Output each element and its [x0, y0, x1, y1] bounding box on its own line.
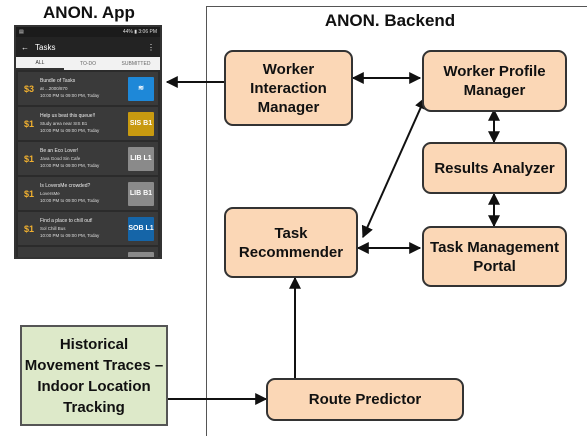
route-predictor: Route Predictor — [266, 378, 464, 421]
tab-bar: ALL TO-DO SUBMITTED — [16, 57, 160, 70]
task-row[interactable]: Check vending machines!LIB — [18, 247, 158, 257]
task-time: 10:00 PM to 09:00 PM, Today — [40, 163, 100, 168]
task-info: Be an Eco Lover! Java Good Sin Cafe 10:00 … — [40, 148, 128, 169]
historical-movement-traces: Historical Movement Traces – Indoor Loca… — [20, 325, 168, 426]
task-info: Bundle of Tasks at ...2000/870 10:00 PM to… — [40, 78, 128, 99]
task-location: Sol Chill Bus — [40, 226, 66, 231]
task-reward: $1 — [23, 153, 34, 164]
backend-title: ANON. Backend — [324, 11, 456, 30]
task-row[interactable]: $3 Bundle of Tasks at ...2000/870 10:00 PM … — [18, 72, 158, 105]
task-name: Help us beat this queue!! — [40, 113, 96, 119]
task-row[interactable]: $1 Is LoversMe crowded? LoversMe 10:00 PM t… — [18, 177, 158, 210]
task-location-tag: LIB L1 — [128, 146, 154, 171]
task-location-tag: ≋ — [128, 76, 154, 101]
results-analyzer: Results Analyzer — [422, 142, 567, 194]
task-info: Find a place to chill out! Sol Chill Bus 1… — [40, 218, 128, 239]
back-arrow-icon[interactable]: ← — [21, 42, 29, 52]
task-time: 10:00 PM to 09:00 PM, Today — [40, 233, 100, 238]
task-management-portal: Task Management Portal — [422, 226, 567, 287]
task-reward: $1 — [23, 118, 34, 129]
task-reward: $1 — [23, 223, 34, 234]
task-time: 10:00 PM to 09:00 PM, Today — [40, 128, 100, 133]
backend-panel — [206, 6, 587, 436]
task-name: Bundle of Tasks — [40, 78, 76, 84]
phone-screenshot: ▤ 44% ▮ 3:06 PM ← Tasks ⋮ ALL TO-DO SUBM… — [14, 25, 162, 259]
tab-submitted[interactable]: SUBMITTED — [121, 60, 151, 67]
task-location-tag: SIS B1 — [128, 111, 154, 136]
task-name: Is LoversMe crowded? — [40, 183, 91, 189]
task-reward: $3 — [23, 83, 34, 94]
task-row[interactable]: $1 Find a place to chill out! Sol Chill Bu… — [18, 212, 158, 245]
task-reward: $1 — [23, 188, 34, 199]
task-location: Java Good Sin Cafe — [40, 156, 81, 161]
app-bar: ← Tasks ⋮ — [16, 37, 160, 57]
task-row[interactable]: $1 Be an Eco Lover! Java Good Sin Cafe 10:0… — [18, 142, 158, 175]
menu-icon: ▤ — [19, 29, 24, 35]
task-time: 10:00 PM to 09:00 PM, Today — [40, 198, 100, 203]
task-name: Be an Eco Lover! — [40, 148, 79, 154]
task-info: Is LoversMe crowded? LoversMe 10:00 PM to … — [40, 183, 128, 204]
task-location: at ...2000/870 — [40, 86, 68, 91]
overflow-menu-icon[interactable]: ⋮ — [147, 42, 155, 52]
task-time: 10:00 PM to 09:00 PM, Today — [40, 93, 100, 98]
task-location-tag: SOB L1 — [128, 216, 154, 241]
app-title: ANON. App — [43, 3, 135, 22]
task-location: LoversMe — [40, 191, 60, 196]
task-list: $3 Bundle of Tasks at ...2000/870 10:00 PM … — [16, 72, 160, 257]
task-row[interactable]: $1 Help us beat this queue!! Study area ne… — [18, 107, 158, 140]
tab-todo[interactable]: TO-DO — [79, 60, 97, 67]
status-bar: ▤ 44% ▮ 3:06 PM — [16, 27, 160, 37]
worker-profile-manager: Worker Profile Manager — [422, 50, 567, 112]
arrow-tr-wpm — [361, 96, 427, 239]
task-name: Find a place to chill out! — [40, 218, 93, 224]
task-location-tag: LIB — [128, 251, 154, 257]
task-recommender: Task Recommender — [224, 207, 358, 278]
task-location-tag: LIB B1 — [128, 181, 154, 206]
app-header: Tasks — [35, 42, 56, 52]
worker-interaction-manager: Worker Interaction Manager — [224, 50, 353, 126]
task-location: Study area near SIS B1 — [40, 121, 88, 126]
status-time: 44% ▮ 3:06 PM — [122, 29, 157, 35]
tab-all[interactable]: ALL — [16, 57, 64, 70]
task-info: Help us beat this queue!! Study area near… — [40, 113, 128, 134]
